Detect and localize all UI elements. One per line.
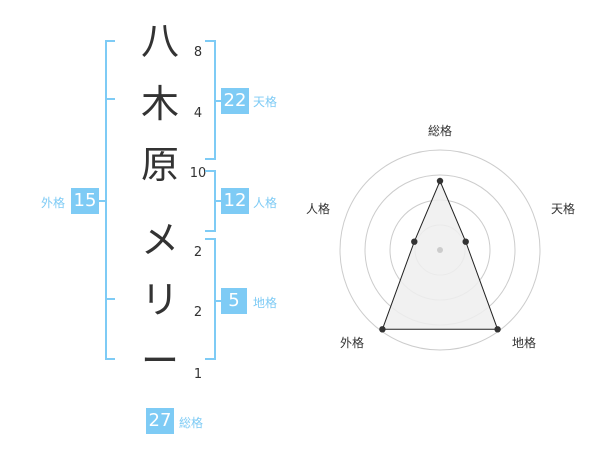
stroke-count-2: 4: [193, 106, 203, 121]
radar-axis-label-jinkaku: 人格: [305, 202, 330, 216]
stroke-count-4: 2: [193, 245, 203, 260]
name-char-4: メ: [140, 218, 179, 262]
gaikaku-value-badge: 15: [71, 188, 99, 214]
name-char-1: 八: [140, 19, 179, 63]
chikaku-label: 地格: [253, 296, 278, 310]
tenkaku-label: 天格: [253, 95, 278, 109]
name-char-3: 原: [140, 143, 179, 187]
gaikaku-label: 外格: [41, 196, 66, 210]
stroke-count-6: 1: [193, 367, 203, 382]
name-char-2: 木: [140, 82, 179, 126]
name-char-6: ー: [140, 339, 179, 383]
radar-center-point: [437, 247, 443, 253]
name-char-5: リ: [140, 278, 179, 322]
stroke-count-3: 10: [189, 166, 207, 181]
radar-ring-4: [339, 149, 541, 351]
radar-axis-label-tenkaku: 天格: [550, 202, 575, 216]
stroke-count-5: 2: [193, 305, 203, 320]
radar-point-2: [462, 238, 469, 245]
stroke-count-1: 8: [193, 45, 203, 60]
radar-point-4: [379, 326, 386, 333]
jinkaku-label: 人格: [253, 196, 278, 210]
radar-axis-label-chikaku: 地格: [511, 336, 536, 350]
radar-axis-label-soukaku: 総格: [427, 124, 452, 138]
radar-data-polygon: [381, 179, 499, 330]
chikaku-value-badge: 5: [221, 288, 247, 314]
tenkaku-value-badge: 22: [221, 88, 249, 114]
radar-axis-label-gaikaku: 外格: [339, 336, 364, 350]
jinkaku-value-badge: 12: [221, 188, 249, 214]
radar-point-1: [436, 177, 444, 185]
soukaku-label: 総格: [179, 416, 204, 430]
radar-point-3: [494, 326, 501, 333]
soukaku-value-badge: 27: [146, 408, 174, 434]
radar-point-5: [411, 238, 418, 245]
